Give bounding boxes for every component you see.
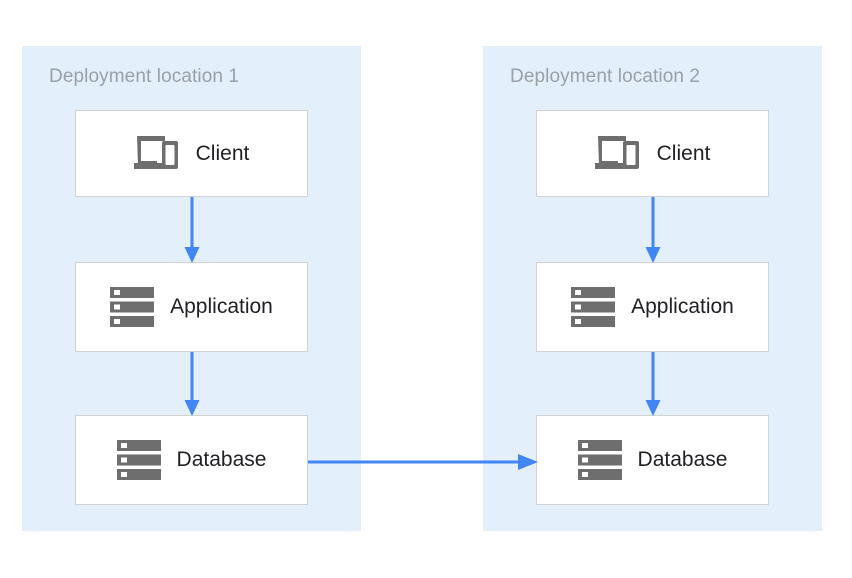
node-client-2-label: Client [656,141,711,165]
node-database-2[interactable]: Database [536,415,769,505]
deployment-location-2-panel: Deployment location 2 Client [483,46,822,531]
arrow-client-1-to-application-1 [182,197,202,263]
devices-icon [133,134,180,174]
node-application-1-label: Application [170,295,273,318]
node-client-1[interactable]: Client [75,110,308,197]
deployment-location-2-label: Deployment location 2 [510,66,701,87]
node-application-2[interactable]: Application [536,262,769,352]
arrow-database-1-to-database-2 [308,452,538,472]
node-application-2-label: Application [631,295,734,318]
server-icon [110,286,155,328]
node-database-1[interactable]: Database [75,415,308,505]
node-database-1-label: Database [176,448,267,471]
devices-icon [594,134,641,174]
arrow-client-2-to-application-2 [643,197,663,263]
server-icon [577,439,622,481]
server-icon [571,286,616,328]
server-icon [116,439,161,481]
node-application-1[interactable]: Application [75,262,308,352]
arrow-application-1-to-database-1 [182,352,202,416]
deployment-location-1-label: Deployment location 1 [49,66,240,87]
deployment-location-1-panel: Deployment location 1 Client [22,46,361,531]
node-database-2-label: Database [637,448,728,471]
node-client-2[interactable]: Client [536,110,769,197]
arrow-application-2-to-database-2 [643,352,663,416]
node-client-1-label: Client [195,141,250,165]
